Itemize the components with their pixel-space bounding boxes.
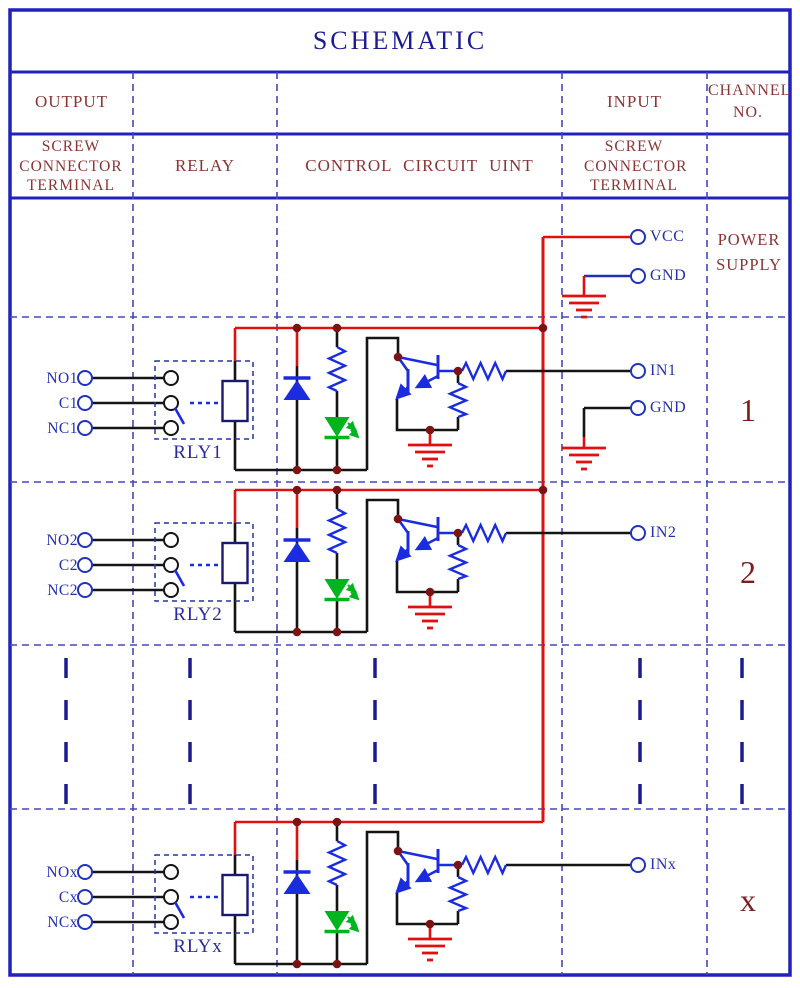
channel-1-number: 1 — [740, 392, 756, 428]
trunk-junction-dots — [538, 323, 548, 495]
channel-x-in-label: INx — [650, 856, 677, 873]
channel-1-c-label: C1 — [58, 395, 78, 412]
page-title: SCHEMATIC — [312, 26, 488, 55]
vcc-terminal — [630, 229, 646, 245]
channel-1-nc-label: NC1 — [47, 420, 78, 437]
table-grid — [8, 8, 792, 977]
continuation-marks — [64, 658, 744, 804]
channel-2-c-label: C2 — [58, 557, 78, 574]
power-supply-label: POWER SUPPLY — [716, 230, 786, 274]
channel-x-relay-label: RLYx — [173, 936, 223, 957]
channel-1-in-label: IN1 — [650, 362, 677, 379]
channel-2-no-label: NO2 — [46, 532, 78, 549]
gnd-terminal — [630, 400, 646, 416]
column-header-control-unit: CONTROL CIRCUIT UINT — [305, 156, 534, 175]
channel-1-gnd-label: GND — [650, 399, 687, 416]
column-header-input-terminal: SCREW CONNECTOR TERMINAL — [584, 138, 693, 194]
channel-x-c-label: Cx — [58, 889, 78, 906]
channel-x-number: x — [740, 882, 756, 918]
column-header-output: OUTPUT — [34, 92, 109, 111]
power-gnd-terminal — [630, 268, 646, 284]
channel-2-number: 2 — [740, 554, 756, 590]
power-ground-icon — [560, 294, 608, 319]
grid-dashed-lines — [10, 72, 790, 975]
column-header-channel-no: CHANNEL NO. — [708, 82, 797, 121]
column-header-output-terminal: SCREW CONNECTOR TERMINAL — [19, 138, 128, 194]
power-gnd-label: GND — [650, 267, 687, 284]
power-supply-circuit — [541, 229, 646, 822]
vcc-label: VCC — [650, 228, 685, 245]
channel-1-relay-label: RLY1 — [173, 442, 223, 463]
channel-1-no-label: NO1 — [46, 370, 78, 387]
column-header-relay: RELAY — [174, 156, 236, 175]
input-ground-icon — [560, 446, 608, 471]
column-header-input: INPUT — [606, 92, 663, 111]
channel-2-nc-label: NC2 — [47, 582, 78, 599]
channel-2-relay-label: RLY2 — [173, 604, 223, 625]
channel-x-nc-label: NCx — [47, 914, 78, 931]
channel-2-in-label: IN2 — [650, 524, 677, 541]
channel-x-no-label: NOx — [46, 864, 78, 881]
channel-1-input-ground — [560, 400, 646, 471]
